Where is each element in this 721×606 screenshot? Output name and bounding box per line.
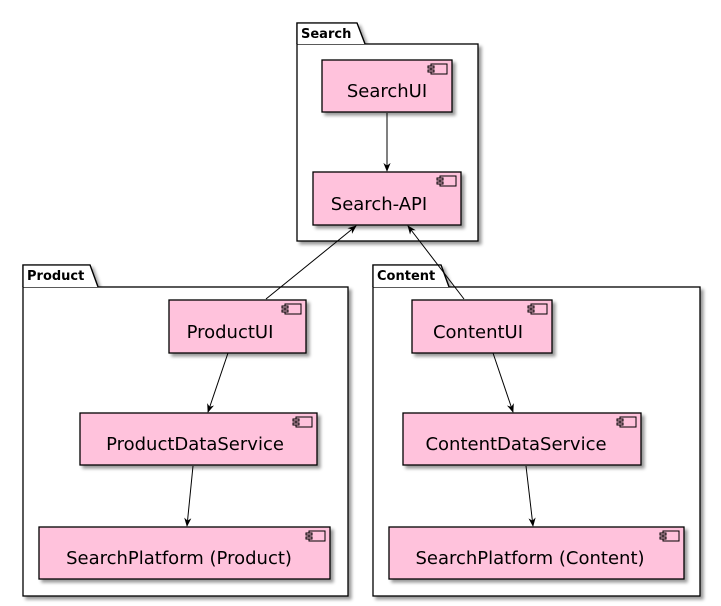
package-product-label: Product — [27, 269, 84, 284]
component-contentdataservice[interactable]: ContentDataService — [402, 412, 642, 466]
component-searchplatform-product-label: SearchPlatform (Product) — [66, 548, 292, 569]
uml-component-icon — [527, 303, 548, 315]
component-productui[interactable]: ProductUI — [168, 299, 307, 354]
component-searchui[interactable]: SearchUI — [321, 59, 453, 113]
component-productdataservice-label: ProductDataService — [106, 434, 284, 455]
uml-component-icon — [305, 530, 326, 542]
arrow-contentui-to-contentdataservice — [492, 352, 514, 413]
component-productdataservice[interactable]: ProductDataService — [79, 412, 318, 466]
component-contentui[interactable]: ContentUI — [411, 299, 553, 354]
arrow-productui-to-productdataservice — [207, 352, 229, 413]
component-search-api[interactable]: Search-API — [312, 171, 462, 226]
arrow-contentdataservice-to-searchplatform-content — [525, 465, 536, 527]
component-searchplatform-product[interactable]: SearchPlatform (Product) — [38, 526, 331, 580]
component-search-api-label: Search-API — [331, 194, 427, 215]
component-searchplatform-content-label: SearchPlatform (Content) — [415, 548, 644, 569]
component-searchplatform-content[interactable]: SearchPlatform (Content) — [388, 526, 685, 580]
arrow-productui-to-searchapi — [265, 225, 357, 300]
package-search-label: Search — [301, 27, 351, 42]
component-productui-label: ProductUI — [187, 322, 274, 343]
uml-component-icon — [281, 303, 302, 315]
uml-component-icon — [427, 63, 448, 75]
uml-component-icon — [292, 416, 313, 428]
arrow-contentui-to-searchapi — [407, 225, 465, 300]
component-searchui-label: SearchUI — [347, 81, 427, 102]
connectors — [184, 113, 536, 527]
component-contentdataservice-label: ContentDataService — [425, 434, 606, 455]
package-content-label: Content — [377, 269, 435, 284]
uml-component-icon — [616, 416, 637, 428]
component-contentui-label: ContentUI — [433, 322, 523, 343]
uml-component-icon — [659, 530, 680, 542]
uml-component-icon — [436, 175, 457, 187]
arrow-productdataservice-to-searchplatform-product — [184, 465, 194, 527]
